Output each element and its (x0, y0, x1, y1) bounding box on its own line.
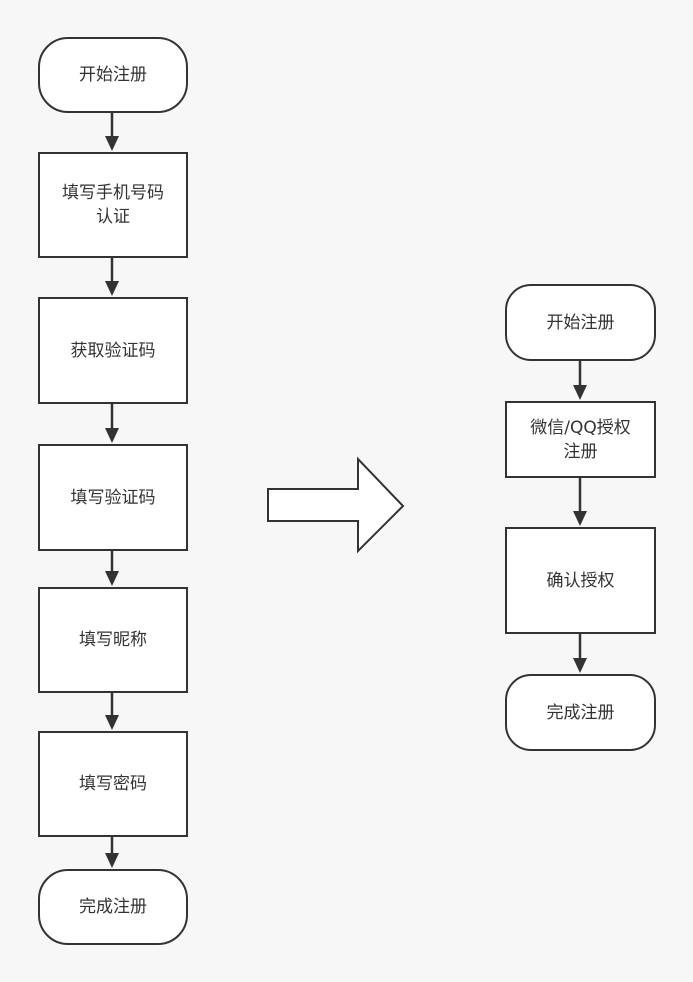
edge-r-confirm-done (573, 634, 587, 673)
right-confirm-node: 确认授权 (505, 527, 656, 634)
left-done-node: 完成注册 (38, 869, 188, 945)
transition-arrow (267, 456, 405, 554)
edge-l-nick-pwd (105, 693, 119, 730)
right-done-node: 完成注册 (505, 674, 656, 751)
edge-l-phone-getcode (105, 258, 119, 296)
edge-l-getcode-fillcode (105, 404, 119, 443)
edge-r-start-auth (573, 361, 587, 400)
edge-l-pwd-done (105, 837, 119, 868)
left-nickname-node: 填写昵称 (38, 587, 188, 693)
edge-l-start-phone (105, 113, 119, 151)
left-password-node: 填写密码 (38, 731, 188, 837)
left-fill-code-node: 填写验证码 (38, 444, 188, 551)
left-start-node: 开始注册 (38, 37, 188, 113)
left-get-code-node: 获取验证码 (38, 297, 188, 404)
left-phone-auth-node: 填写手机号码 认证 (38, 152, 188, 258)
right-start-node: 开始注册 (505, 284, 656, 361)
edge-l-fillcode-nick (105, 551, 119, 586)
edge-r-auth-confirm (573, 478, 587, 526)
right-oauth-node: 微信/QQ授权 注册 (505, 401, 656, 478)
